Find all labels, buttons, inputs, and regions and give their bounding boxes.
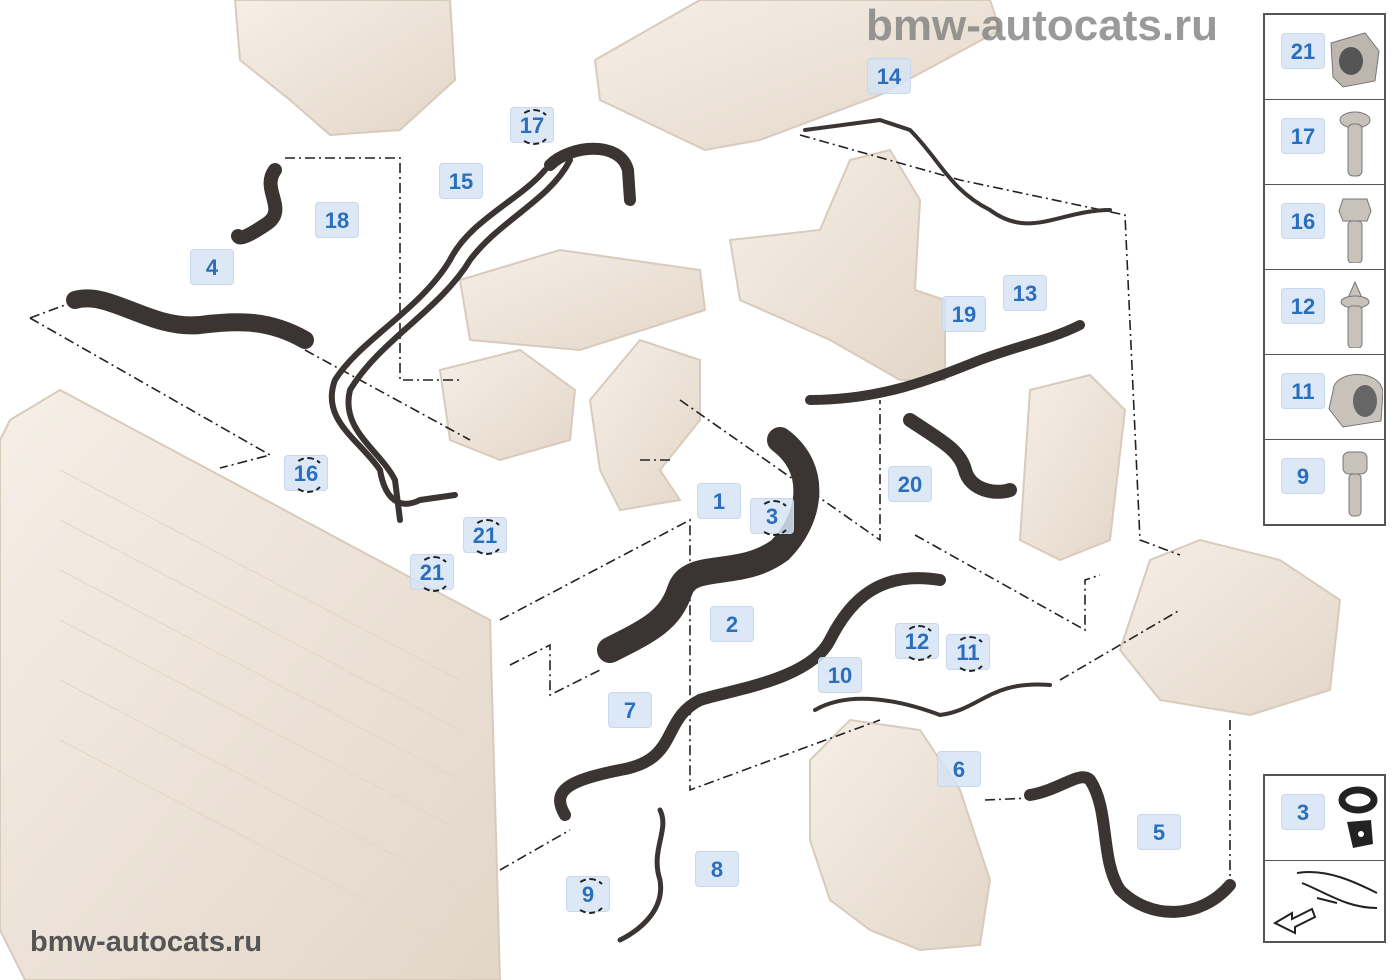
hose-17 (544, 142, 636, 206)
callout-2[interactable]: 2 (710, 606, 754, 642)
callout-17[interactable]: 17 (510, 107, 554, 145)
fastener-label: 9 (1281, 458, 1325, 494)
front-direction-indicator (1265, 861, 1384, 941)
hose-4 (66, 289, 314, 349)
watermark-top: bmw-autocats.ru (866, 1, 1219, 50)
fastener-3[interactable]: 3 (1265, 776, 1384, 861)
clip-nut-icon (1328, 374, 1383, 428)
flange-bolt-icon (1340, 280, 1370, 348)
hose-20 (903, 413, 1017, 499)
radiator (0, 388, 502, 980)
callout-20[interactable]: 20 (888, 466, 932, 502)
hose-18 (231, 163, 283, 245)
throttle (588, 338, 701, 512)
callout-16[interactable]: 16 (284, 455, 328, 493)
fastener-panel: 21 17 16 12 11 9 (1263, 13, 1386, 526)
fastener-label: 12 (1281, 288, 1325, 324)
hose-5 (1024, 771, 1236, 918)
callout-19[interactable]: 19 (942, 296, 986, 332)
fastener-label: 11 (1281, 373, 1325, 409)
fastener-label: 17 (1281, 118, 1325, 154)
egr-cooler (458, 248, 707, 352)
oil-filter-housing (728, 148, 946, 381)
callout-6[interactable]: 6 (937, 751, 981, 787)
pipe-15 (328, 167, 548, 507)
fastener-17[interactable]: 17 (1265, 100, 1384, 185)
expansion-tank (1118, 538, 1342, 717)
egr-valve (438, 348, 577, 462)
fastener-21[interactable]: 21 (1265, 15, 1384, 100)
fastener-9[interactable]: 9 (1265, 440, 1384, 524)
hose-1 (597, 427, 820, 663)
hose-7 (554, 572, 946, 821)
callout-5[interactable]: 5 (1137, 814, 1181, 850)
pipe-19 (805, 320, 1085, 405)
callout-4[interactable]: 4 (190, 249, 234, 285)
callout-3[interactable]: 3 (750, 498, 794, 536)
pipe-6 (813, 682, 1052, 717)
radiator-fins (59, 469, 461, 951)
callout-15[interactable]: 15 (439, 163, 483, 199)
socket-bolt-icon (1342, 451, 1368, 517)
callout-1[interactable]: 1 (697, 483, 741, 519)
callout-14[interactable]: 14 (867, 58, 911, 94)
turbocharger (233, 0, 457, 137)
callout-21[interactable]: 21 (410, 554, 454, 592)
pipe-8 (617, 807, 666, 943)
hose-clip-icon (1338, 786, 1378, 848)
clip-panel: 3 (1263, 774, 1386, 943)
fastener-label: 21 (1281, 33, 1325, 69)
bolt-icon (1339, 111, 1371, 177)
leader-lines (29, 134, 1231, 880)
fastener-label: 16 (1281, 203, 1325, 239)
heat-exchanger (1018, 373, 1127, 562)
pipe-15b (345, 157, 573, 523)
callout-8[interactable]: 8 (695, 851, 739, 887)
cylinder-head (593, 0, 1002, 152)
fastener-16[interactable]: 16 (1265, 185, 1384, 270)
grommet-icon (1330, 32, 1380, 88)
callout-21[interactable]: 21 (463, 517, 507, 555)
callout-11[interactable]: 11 (946, 634, 990, 672)
fastener-label: 3 (1281, 794, 1325, 830)
callout-9[interactable]: 9 (566, 876, 610, 914)
callout-13[interactable]: 13 (1003, 275, 1047, 311)
fastener-12[interactable]: 12 (1265, 270, 1384, 355)
watermark-bottom: bmw-autocats.ru (30, 926, 263, 958)
car-front-arrow-icon (1272, 871, 1378, 935)
callout-12[interactable]: 12 (895, 623, 939, 661)
hoses (66, 118, 1236, 943)
pipe-13 (803, 118, 1112, 226)
callout-18[interactable]: 18 (315, 202, 359, 238)
callout-7[interactable]: 7 (608, 692, 652, 728)
hex-bolt-icon (1338, 198, 1372, 263)
callout-10[interactable]: 10 (818, 657, 862, 693)
fastener-11[interactable]: 11 (1265, 355, 1384, 440)
